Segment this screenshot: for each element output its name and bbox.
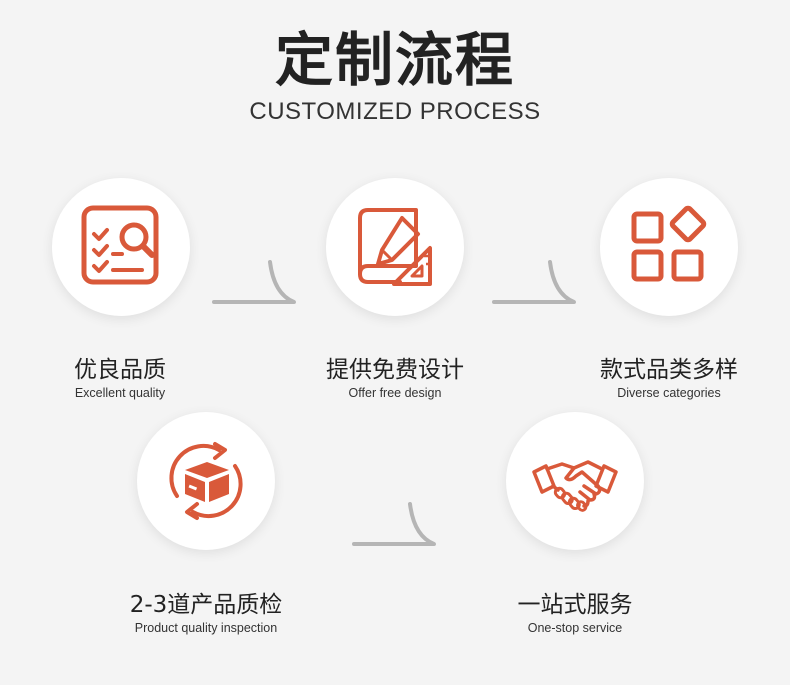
step-service-circle	[506, 412, 644, 550]
step-quality-circle	[52, 178, 190, 316]
quality-check-icon	[81, 205, 159, 285]
step-design-title: 提供免费设计	[326, 357, 464, 383]
page-subtitle: CUSTOMIZED PROCESS	[249, 98, 541, 125]
step-service-title: 一站式服务	[517, 592, 633, 618]
step-categories-circle	[600, 178, 738, 316]
step-design-circle	[326, 178, 464, 316]
step-service-subtitle: One-stop service	[527, 621, 623, 635]
design-drafting-icon	[358, 208, 432, 286]
connector-3	[352, 502, 436, 546]
step-quality-title: 优良品质	[74, 357, 166, 383]
connector-2	[492, 260, 576, 304]
step-categories-title: 款式品类多样	[600, 357, 738, 383]
step-quality-subtitle: Excellent quality	[74, 386, 166, 400]
step-inspection-subtitle: Product quality inspection	[134, 621, 278, 635]
page-title: 定制流程	[274, 26, 515, 94]
handshake-icon	[532, 460, 618, 512]
step-categories-subtitle: Diverse categories	[617, 386, 721, 400]
step-inspection-circle	[137, 412, 275, 550]
categories-grid-icon	[631, 205, 707, 282]
step-design-subtitle: Offer free design	[348, 386, 442, 400]
connector-1	[212, 260, 296, 304]
package-cycle-icon	[169, 442, 243, 520]
step-inspection-title: 2-3道产品质检	[129, 592, 283, 618]
